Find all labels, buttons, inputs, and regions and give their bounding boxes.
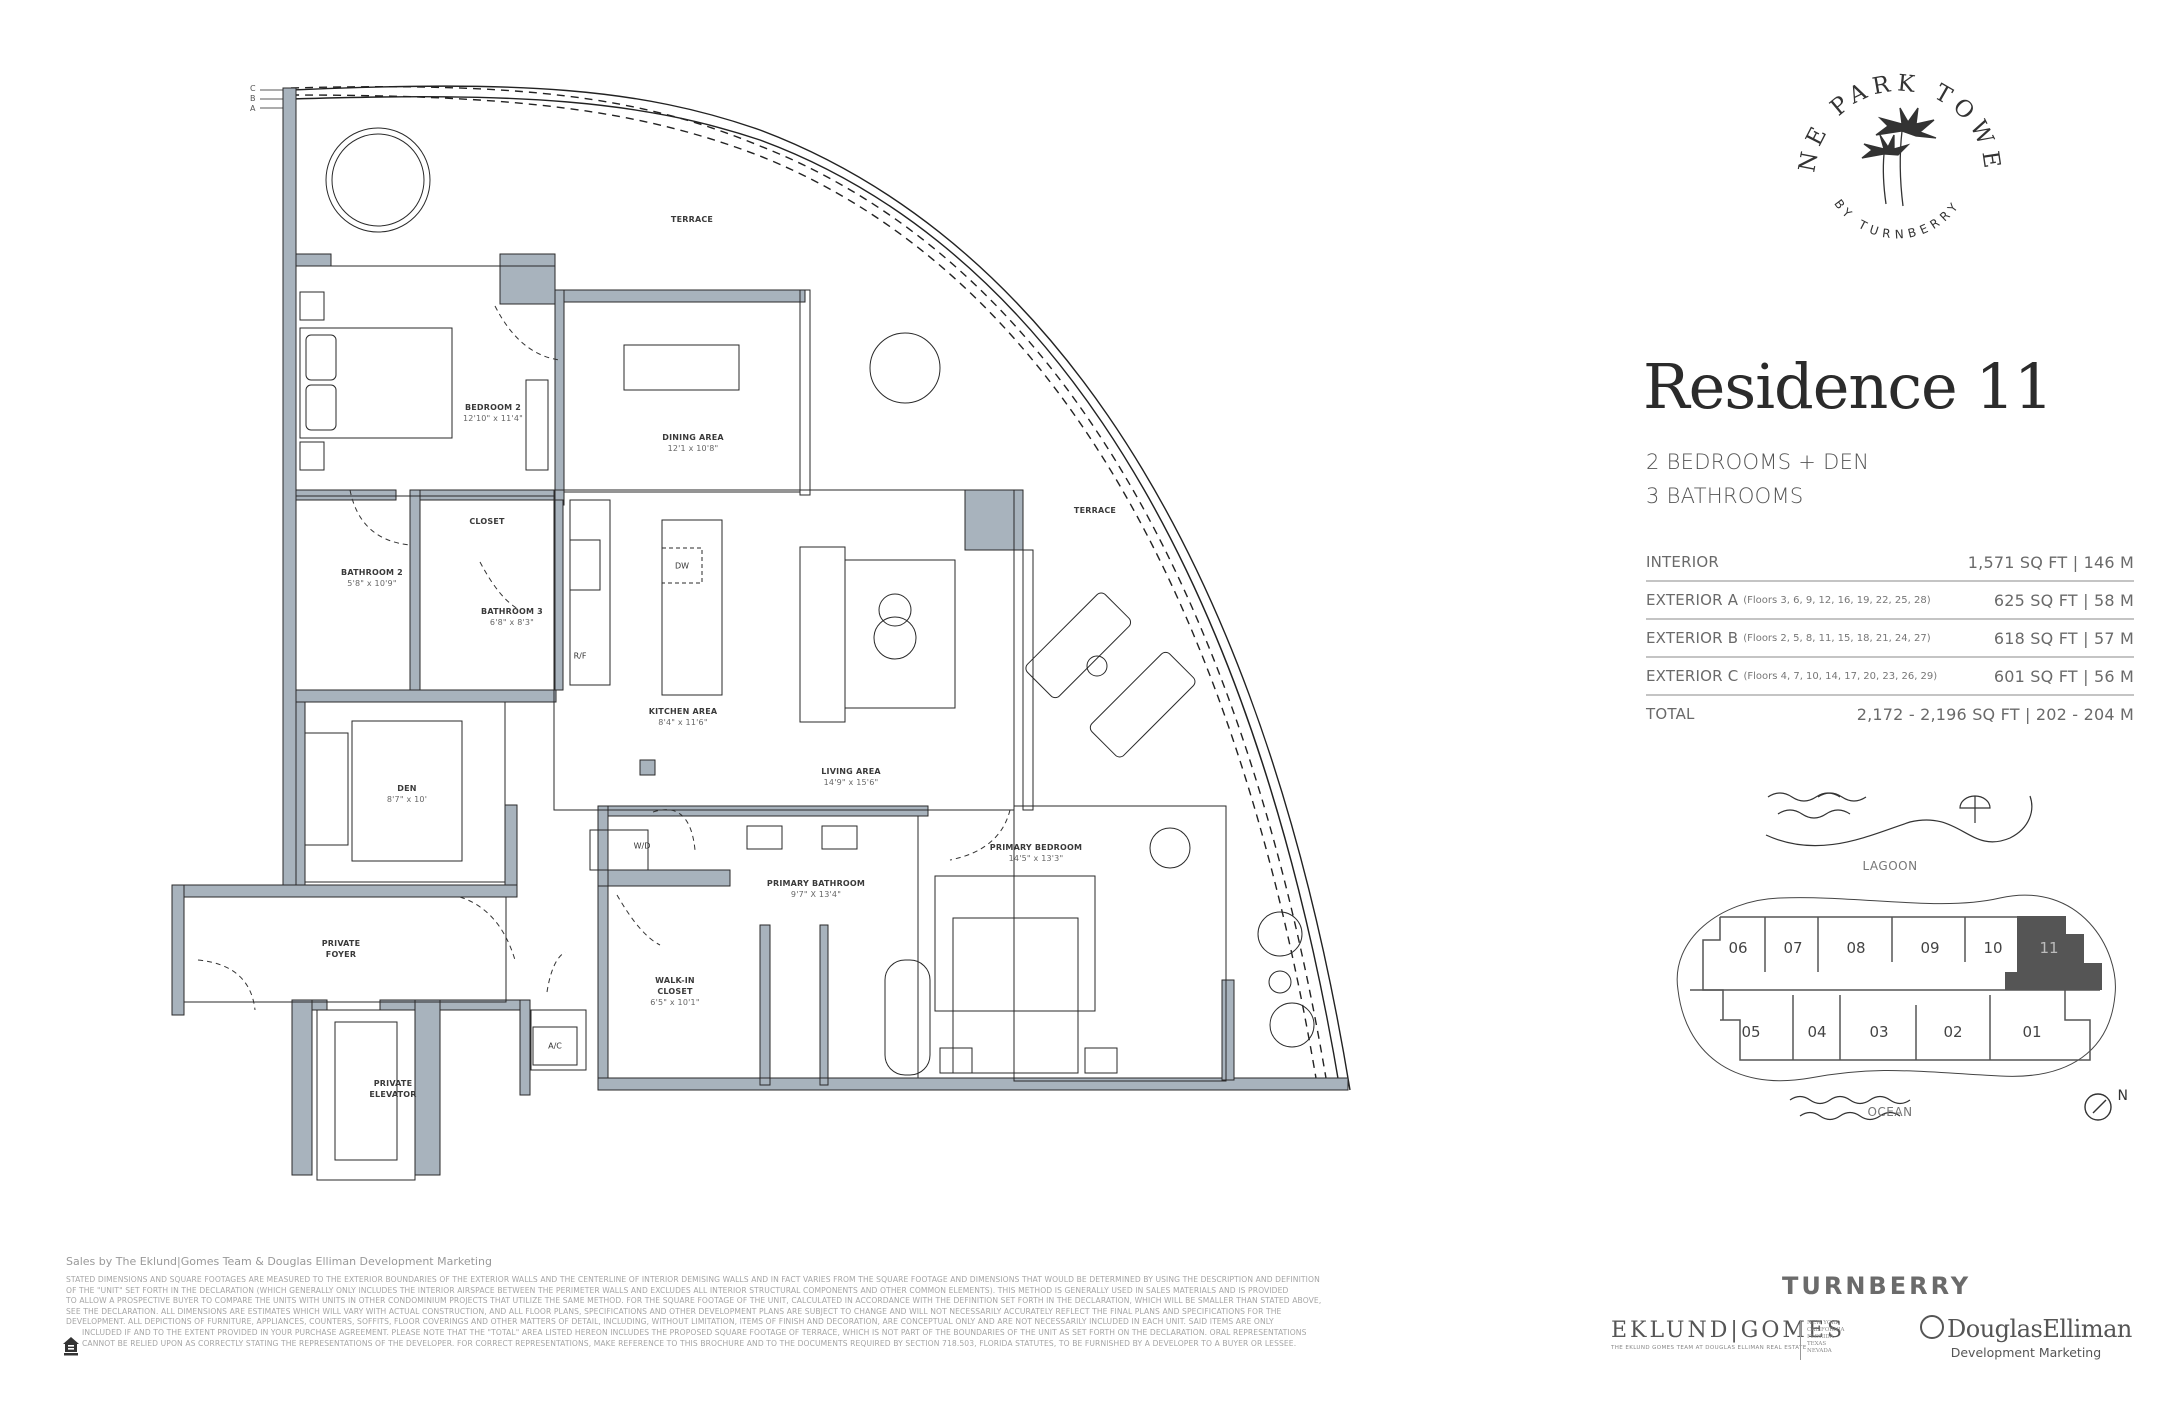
one-park-tower-logo: ONE PARK TOWER BY TURNBERRY xyxy=(1778,46,2010,256)
room-dining-area: DINING AREA 12'1 x 10'8" xyxy=(662,433,724,453)
refrigerator-label: R/F xyxy=(573,651,587,661)
area-row-exterior-b: EXTERIOR B (Floors 2, 5, 8, 11, 15, 18, … xyxy=(1646,620,2134,658)
unit-04: 04 xyxy=(1807,1023,1827,1041)
lagoon-waves-icon xyxy=(1765,792,2033,847)
ac-label: A/C xyxy=(548,1041,562,1051)
ocean-label: OCEAN xyxy=(1867,1105,1913,1119)
room-kitchen-area: KITCHEN AREA 8'4" x 11'6" xyxy=(648,707,718,727)
room-bathroom-3: BATHROOM 3 6'8" x 8'3" xyxy=(481,607,543,627)
room-private-foyer: PRIVATE FOYER xyxy=(321,939,361,959)
unit-08: 08 xyxy=(1846,939,1866,957)
bedrooms-summary: 2 BEDROOMS + DEN xyxy=(1646,450,1870,474)
area-row-exterior-a: EXTERIOR A (Floors 3, 6, 9, 12, 16, 19, … xyxy=(1646,582,2134,620)
room-private-elevator: PRIVATE ELEVATOR xyxy=(369,1079,417,1099)
lagoon-label: LAGOON xyxy=(1862,859,1918,873)
legal-disclaimer: STATED DIMENSIONS AND SQUARE FOOTAGES AR… xyxy=(66,1275,1322,1348)
ocean-waves-icon xyxy=(1789,1095,1911,1121)
room-living-area: LIVING AREA 14'9" x 15'6" xyxy=(821,767,881,787)
unit-03: 03 xyxy=(1869,1023,1889,1041)
sales-by-text: Sales by The Eklund|Gomes Team & Douglas… xyxy=(66,1255,492,1268)
room-terrace-top: TERRACE xyxy=(670,215,714,224)
north-compass-icon xyxy=(2084,1093,2112,1121)
room-primary-bedroom: PRIMARY BEDROOM 14'5" x 13'3" xyxy=(989,843,1083,863)
bathrooms-summary: 3 BATHROOMS xyxy=(1646,484,1804,508)
area-table: INTERIOR 1,571 SQ FT | 146 M EXTERIOR A … xyxy=(1646,544,2134,732)
eklund-states-list: NEW YORK CALIFORNIA FLORIDA TEXAS NEVADA xyxy=(1800,1320,1844,1360)
turnberry-logo: TURNBERRY xyxy=(1782,1272,1972,1300)
site-plan: LAGOON OCEAN N 06 07 08 09 10 11 05 04 0… xyxy=(1660,780,2130,1130)
floor-plan-drawing xyxy=(171,85,1351,1181)
de-monogram-icon xyxy=(1920,1315,1944,1339)
dishwasher-label: DW xyxy=(674,561,690,571)
unit-05: 05 xyxy=(1741,1023,1761,1041)
unit-07: 07 xyxy=(1783,939,1803,957)
room-den: DEN 8'7" x 10' xyxy=(386,784,428,804)
exterior-line-a-label: A xyxy=(250,104,256,113)
douglas-elliman-logo: DouglasElliman Development Marketing xyxy=(1920,1315,2132,1360)
equal-housing-opportunity-icon xyxy=(63,1337,79,1356)
exterior-line-c-label: C xyxy=(250,84,256,93)
unit-11: 11 xyxy=(2039,939,2059,957)
unit-01: 01 xyxy=(2022,1023,2042,1041)
unit-02: 02 xyxy=(1943,1023,1963,1041)
unit-10: 10 xyxy=(1983,939,2003,957)
area-row-exterior-c: EXTERIOR C (Floors 4, 7, 10, 14, 17, 20,… xyxy=(1646,658,2134,696)
room-primary-bathroom: PRIMARY BATHROOM 9'7" X 13'4" xyxy=(766,879,866,899)
room-bathroom-2: BATHROOM 2 5'8" x 10'9" xyxy=(341,568,403,588)
exterior-line-b-label: B xyxy=(250,94,256,103)
beach-umbrella-icon xyxy=(1959,795,1991,823)
area-row-total: TOTAL 2,172 - 2,196 SQ FT | 202 - 204 M xyxy=(1646,704,2134,724)
residence-title: Residence 11 xyxy=(1643,350,2053,423)
eklund-gomes-logo: EKLUND|GOMES THE EKLUND GOMES TEAM AT DO… xyxy=(1611,1318,1846,1351)
site-plan-drawing xyxy=(1676,792,2116,1121)
room-walk-in-closet: WALK-IN CLOSET 6'5" x 10'1" xyxy=(650,976,700,1007)
svg-text:BY TURNBERRY: BY TURNBERRY xyxy=(1831,197,1963,242)
room-terrace-right: TERRACE xyxy=(1073,506,1117,515)
highlighted-unit-11 xyxy=(2005,916,2102,990)
room-closet: CLOSET xyxy=(469,517,505,526)
north-label: N xyxy=(2117,1088,2129,1104)
svg-text:ONE PARK TOWER: ONE PARK TOWER xyxy=(1790,66,2006,176)
palm-trees-icon: ONE PARK TOWER BY TURNBERRY xyxy=(1778,46,2006,242)
floor-plan: C B A TERRACE TERRACE BEDROOM 2 12'10" x… xyxy=(171,84,1351,1181)
unit-06: 06 xyxy=(1728,939,1748,957)
unit-09: 09 xyxy=(1920,939,1940,957)
washer-dryer-label: W/D xyxy=(633,841,651,851)
area-row-interior: INTERIOR 1,571 SQ FT | 146 M xyxy=(1646,544,2134,582)
room-bedroom-2: BEDROOM 2 12'10" x 11'4" xyxy=(462,403,524,423)
